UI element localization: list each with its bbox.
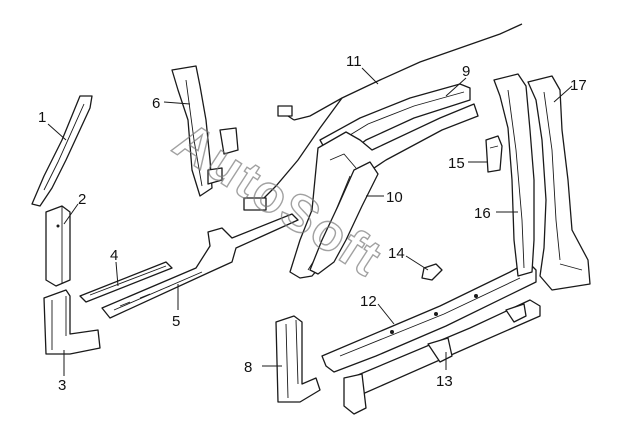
callout-10: 10 — [386, 189, 403, 206]
callout-5: 5 — [172, 313, 180, 330]
callout-4: 4 — [110, 247, 118, 264]
callout-14: 14 — [388, 245, 405, 262]
callout-11: 11 — [346, 53, 362, 70]
callout-3: 3 — [58, 377, 66, 394]
part-14-clip — [421, 263, 443, 281]
part-12-inner-rocker — [321, 261, 537, 373]
callout-2: 2 — [78, 191, 86, 208]
part-4-rocker-strip — [79, 261, 173, 303]
part-2-bracket — [45, 205, 71, 287]
part-8-b-pillar-lower — [275, 315, 321, 403]
part-17-b-pillar-outer — [527, 75, 591, 291]
callout-16: 16 — [474, 205, 491, 222]
part-13-rocker-outer — [343, 299, 541, 415]
part-16-b-pillar-inner — [493, 73, 535, 277]
callout-1: 1 — [38, 109, 46, 126]
part-3-lower-panel — [43, 289, 101, 355]
callout-15: 15 — [448, 155, 465, 172]
callout-8: 8 — [244, 359, 252, 376]
callout-12: 12 — [360, 293, 377, 310]
part-1-a-pillar-trim — [31, 95, 93, 207]
part-15-bracket — [485, 135, 503, 173]
callout-17: 17 — [570, 77, 587, 94]
part-11-roof-harness — [243, 23, 523, 211]
callout-labels: 1 2 3 4 5 6 8 9 10 11 12 13 14 15 16 17 — [38, 53, 587, 394]
part-10-front-body-side — [289, 103, 479, 279]
callout-13: 13 — [436, 373, 453, 390]
part-6-b-pillar-upper — [171, 65, 239, 197]
part-5-inner-sill — [101, 213, 299, 319]
callout-9: 9 — [462, 63, 470, 80]
leader-lines — [47, 67, 573, 376]
callout-6: 6 — [152, 95, 160, 112]
